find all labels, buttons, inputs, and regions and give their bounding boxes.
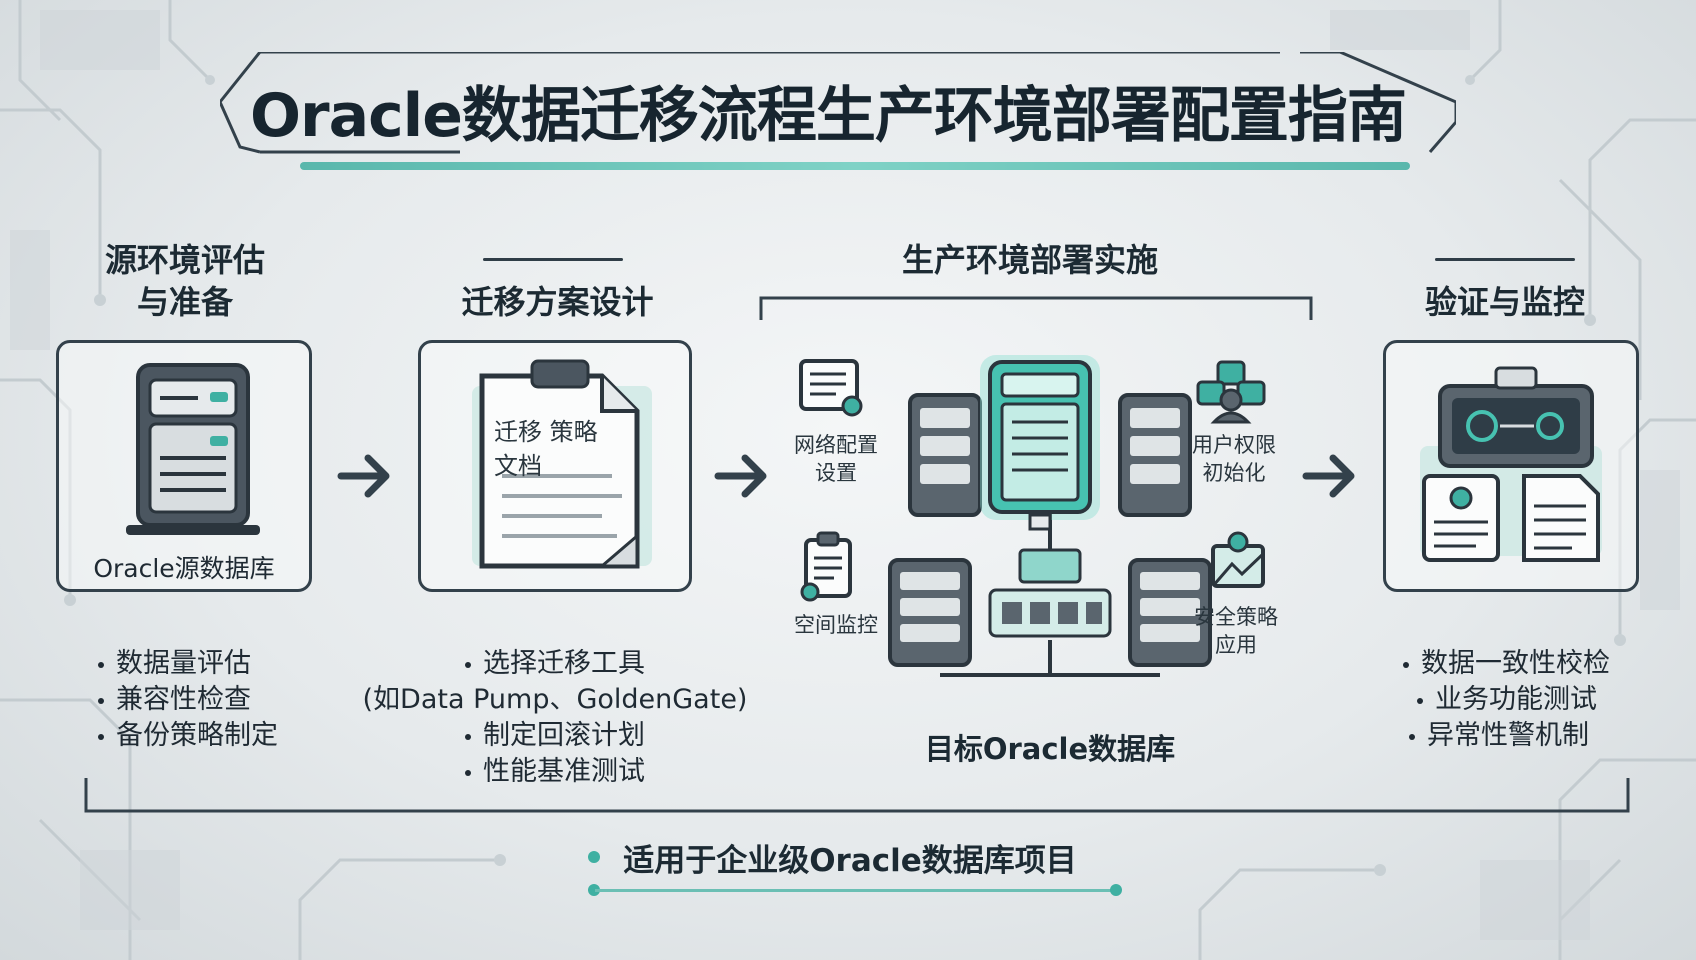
stage-2-title: 迁移方案设计 [461, 283, 654, 321]
stage-3-title: 生产环境部署实施 [901, 241, 1158, 279]
footer-dot [588, 851, 600, 863]
monitor-label: 空间监控 [794, 613, 878, 637]
arrow-right-icon [714, 454, 767, 498]
network-config-icon [799, 359, 863, 417]
stage-4-title: 验证与监控 [1424, 283, 1585, 321]
monitor-icon [800, 531, 852, 602]
stage-1-title: 源环境评估 与准备 [70, 239, 300, 323]
list-item: 备份策略制定 [98, 718, 278, 754]
list-item: 性能基准测试 [360, 754, 750, 790]
stage-1-title-line: 源环境评估 [104, 241, 265, 279]
list-item: 制定回滚计划 [360, 718, 750, 754]
user-permission-label: 用户权限初始化 [1192, 433, 1276, 485]
title-underline [300, 162, 1410, 170]
stage-1-title-line: 与准备 [136, 283, 233, 321]
security-label: 安全策略应用 [1194, 605, 1278, 657]
stage-2-rule [483, 258, 623, 261]
source-db-caption: Oracle源数据库 [93, 554, 275, 583]
list-item: (如Data Pump、GoldenGate) [362, 684, 748, 715]
arrow-right-icon [337, 454, 390, 498]
stage-1-bullets: 数据量评估 兼容性检查 备份策略制定 [98, 646, 278, 754]
server-icon [126, 363, 260, 535]
footer-dot [1110, 884, 1122, 896]
footer-text: 适用于企业级Oracle数据库项目 [623, 843, 1077, 879]
footer-line [595, 889, 1115, 892]
stage-2-bullets: 选择迁移工具 (如Data Pump、GoldenGate) 制定回滚计划 性能… [360, 646, 750, 790]
stage-4-bullets: 数据一致性校检 业务功能测试 异常性警机制 [1403, 646, 1610, 754]
target-db-label: 目标Oracle数据库 [924, 732, 1176, 766]
user-permission-icon [1196, 360, 1266, 424]
document-icon [472, 359, 652, 569]
bottom-bracket [84, 778, 1630, 813]
list-item: 数据量评估 [98, 646, 278, 682]
security-icon [1211, 531, 1265, 588]
arrow-right-icon [1302, 454, 1355, 498]
list-item: 业务功能测试 [1403, 682, 1610, 718]
title-frame [220, 52, 1456, 154]
list-item: 异常性警机制 [1403, 718, 1610, 754]
server-cluster-icon [888, 355, 1212, 677]
network-config-label: 网络配置设置 [794, 433, 878, 485]
list-item: 选择迁移工具 [360, 646, 750, 682]
stage-3-bracket [759, 296, 1313, 320]
list-item: 兼容性检查 [98, 682, 278, 718]
list-item: 数据一致性校检 [1403, 646, 1610, 682]
footer-dot [588, 884, 600, 896]
dashboard-icon [1420, 366, 1602, 562]
page-title: Oracle数据迁移流程生产环境部署配置指南 [250, 81, 1407, 151]
document-text: 迁移 策略 文档 [494, 418, 598, 480]
stage-4-rule [1435, 258, 1575, 261]
